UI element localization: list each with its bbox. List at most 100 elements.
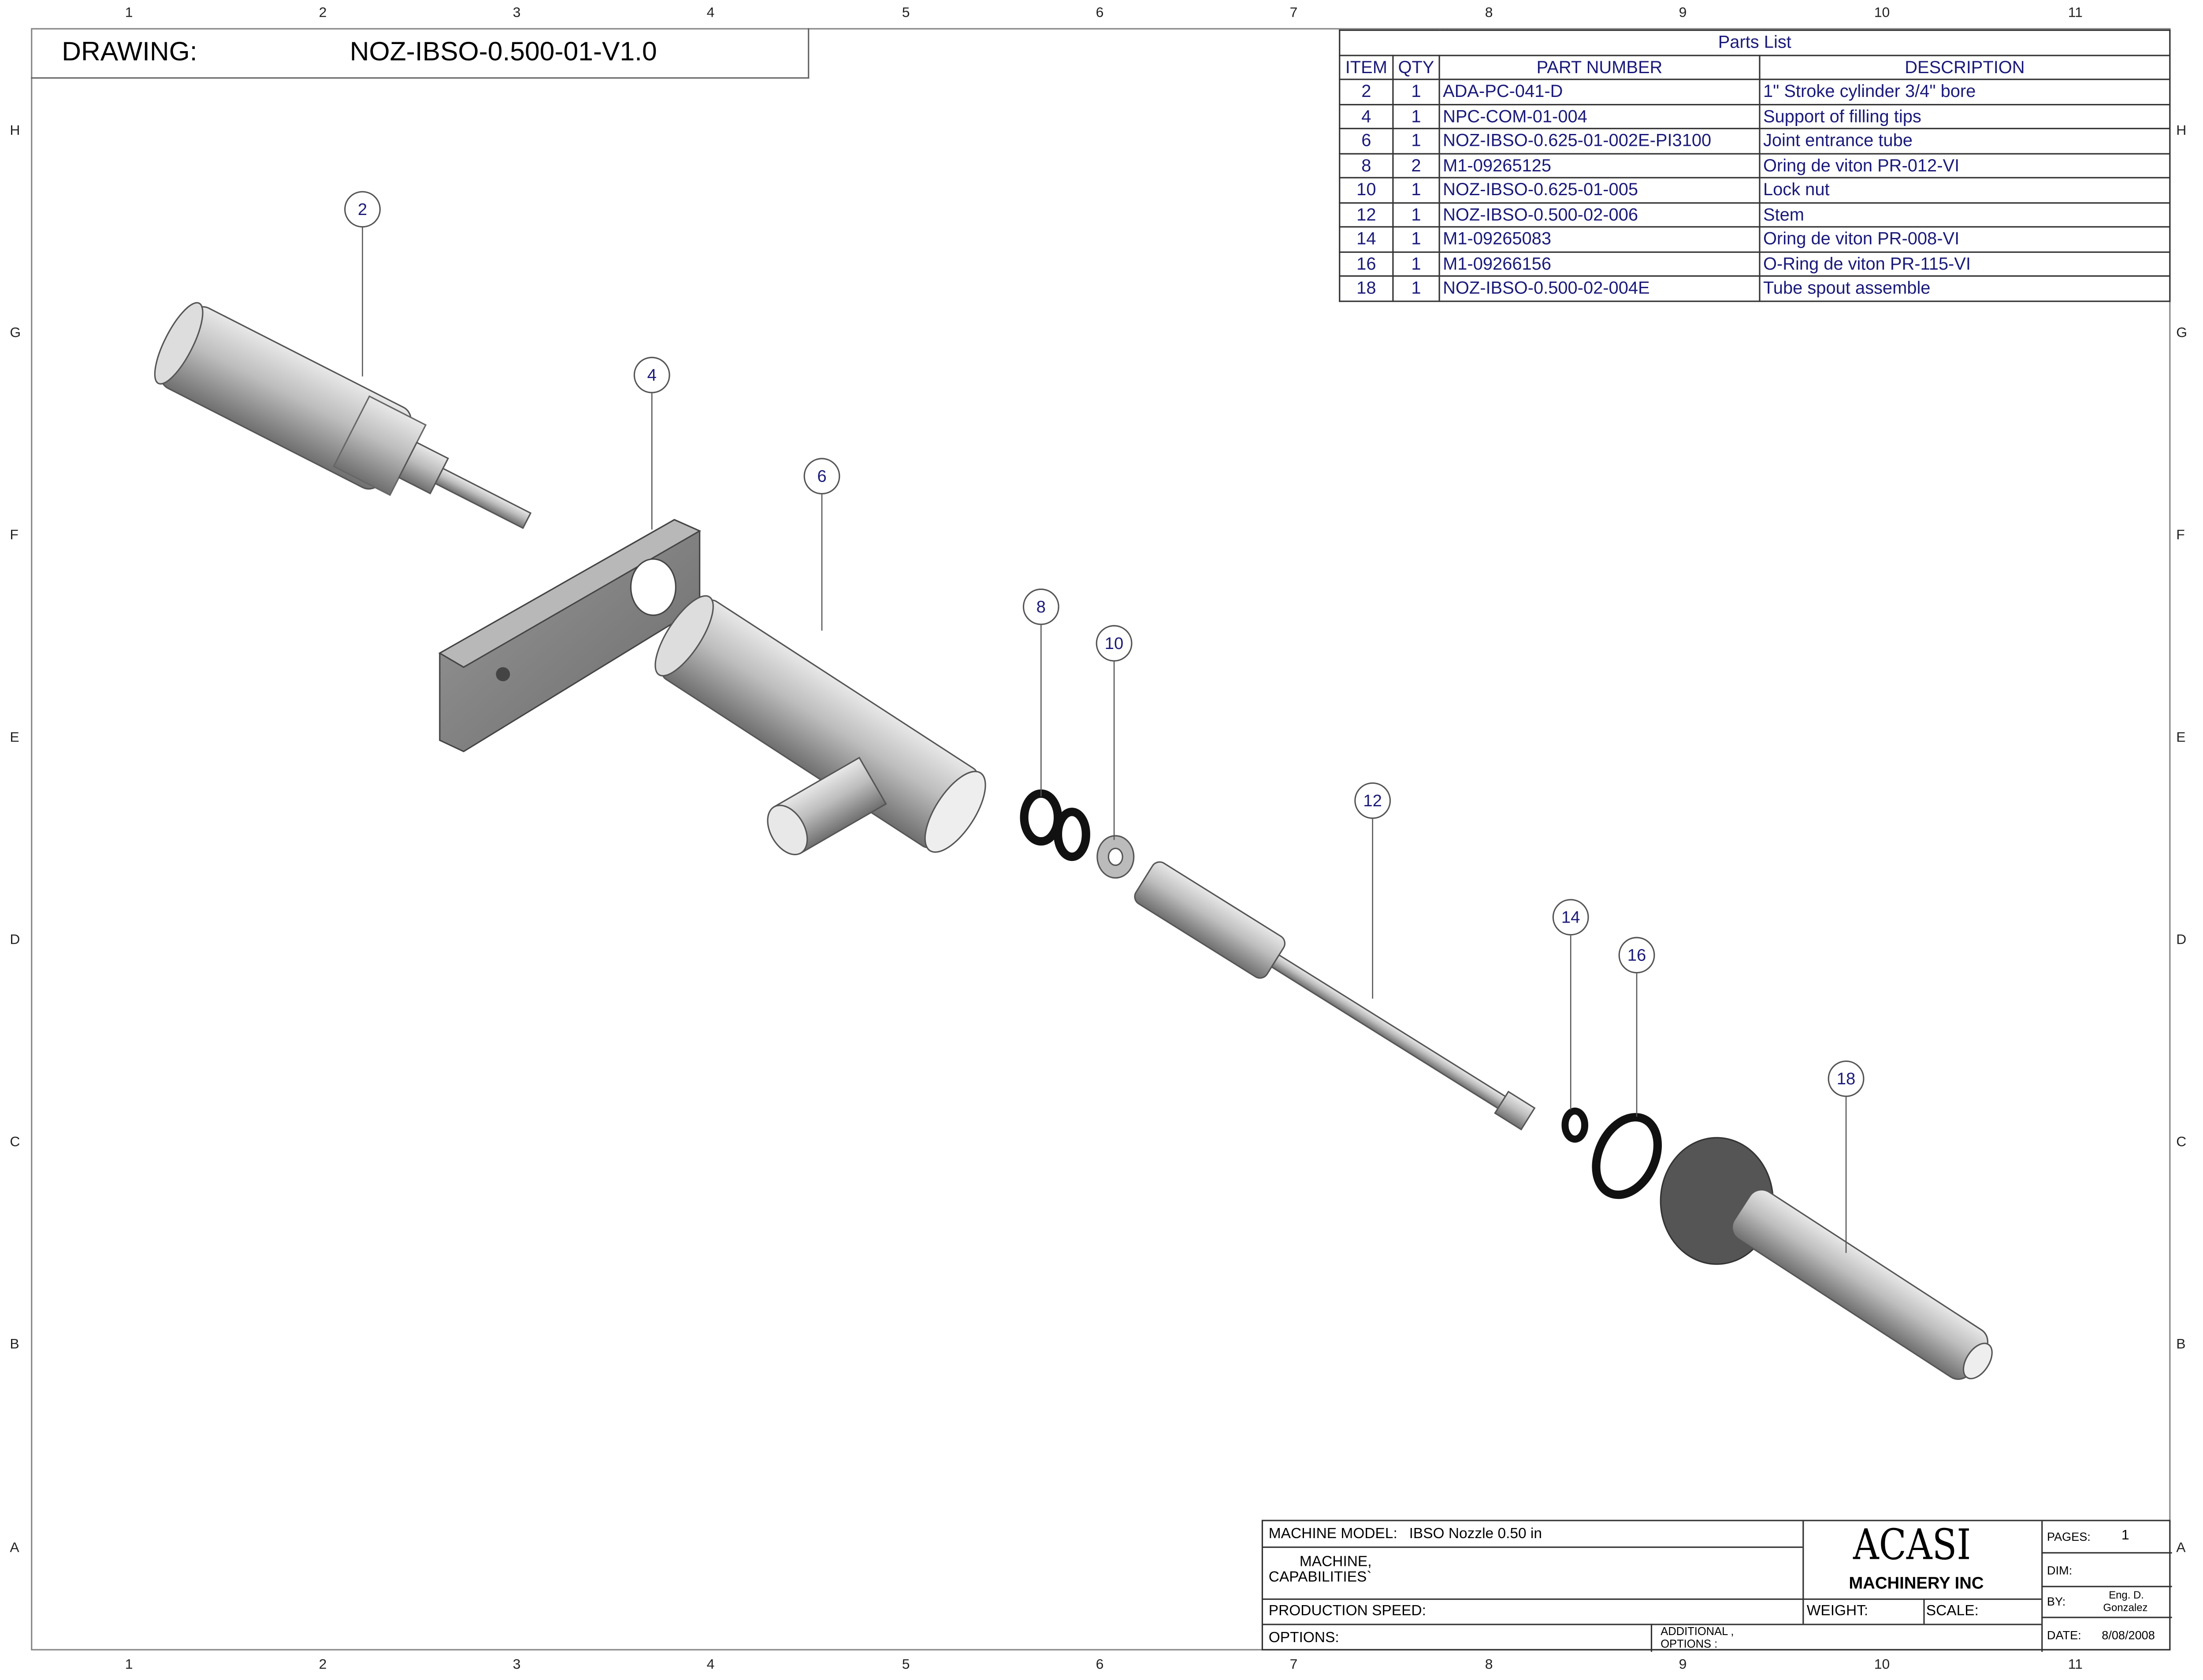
zone-column-marker: 10 <box>1874 5 1890 21</box>
part-2-cylinder <box>154 302 532 529</box>
item-balloon: 8 <box>1022 588 1059 625</box>
zone-row-marker: E <box>2176 730 2186 746</box>
additional-label: ADDITIONAL , <box>1661 1625 1734 1638</box>
item-cell: 18 <box>1339 275 1394 301</box>
description-cell: 1" Stroke cylinder 3/4" bore <box>1759 78 2171 105</box>
zone-column-marker: 8 <box>1485 1657 1493 1673</box>
by-line2: Gonzalez <box>2103 1601 2148 1614</box>
part-number-cell: M1-09265125 <box>1438 152 1761 178</box>
drawing-frame <box>31 28 2171 1650</box>
item-cell: 8 <box>1339 152 1394 178</box>
zone-column-marker: 5 <box>902 1657 910 1673</box>
machine-label: MACHINE, <box>1299 1553 1372 1571</box>
company-subtitle: MACHINERY INC <box>1849 1573 1984 1593</box>
part-8-orings <box>1020 789 1090 861</box>
zone-column-marker: 1 <box>125 5 133 21</box>
part-number-cell: NOZ-IBSO-0.500-02-004E <box>1438 275 1761 301</box>
item-cell: 16 <box>1339 251 1394 277</box>
item-balloon: 10 <box>1096 625 1133 662</box>
zone-column-marker: 7 <box>1289 5 1298 21</box>
zone-row-marker: D <box>2176 932 2187 948</box>
zone-column-marker: 2 <box>319 1657 327 1673</box>
zone-row-marker: A <box>2176 1541 2186 1557</box>
description-cell: Oring de viton PR-012-VI <box>1759 152 2171 178</box>
part-10-lock-nut <box>1096 835 1135 879</box>
qty-cell: 2 <box>1392 152 1440 178</box>
qty-cell: 1 <box>1392 128 1440 154</box>
zone-column-marker: 5 <box>902 5 910 21</box>
zone-row-marker: G <box>2176 326 2188 341</box>
item-balloon: 18 <box>1828 1060 1865 1097</box>
header-part-number: PART NUMBER <box>1438 54 1761 80</box>
parts-list-table: Parts List ITEM QTY PART NUMBER DESCRIPT… <box>1339 29 2171 301</box>
header-qty: QTY <box>1392 54 1440 80</box>
part-number-cell: NOZ-IBSO-0.625-01-002E-PI3100 <box>1438 128 1761 154</box>
part-number-cell: ADA-PC-041-D <box>1438 78 1761 105</box>
qty-cell: 1 <box>1392 177 1440 203</box>
description-cell: Oring de viton PR-008-VI <box>1759 226 2171 252</box>
description-cell: Stem <box>1759 201 2171 228</box>
part-4-support-plate <box>438 519 702 753</box>
item-balloon: 2 <box>344 191 381 228</box>
drawing-title-box: DRAWING: NOZ-IBSO-0.500-01-V1.0 <box>31 28 810 79</box>
header-item: ITEM <box>1339 54 1394 80</box>
zone-row-marker: H <box>10 123 20 139</box>
dim-label: DIM: <box>2047 1563 2073 1578</box>
description-cell: Tube spout assemble <box>1759 275 2171 301</box>
part-number-cell: NOZ-IBSO-0.625-01-005 <box>1438 177 1761 203</box>
zone-row-marker: F <box>2176 528 2185 544</box>
options-label: OPTIONS: <box>1268 1629 1339 1647</box>
zone-row-marker: H <box>2176 123 2187 139</box>
zone-column-marker: 1 <box>125 1657 133 1673</box>
qty-cell: 1 <box>1392 201 1440 228</box>
title-block: MACHINE MODEL: IBSO Nozzle 0.50 in MACHI… <box>1261 1520 2172 1652</box>
description-cell: Support of filling tips <box>1759 103 2171 130</box>
zone-column-marker: 4 <box>706 5 715 21</box>
parts-list-title: Parts List <box>1339 29 2171 56</box>
description-cell: Joint entrance tube <box>1759 128 2171 154</box>
qty-cell: 1 <box>1392 251 1440 277</box>
zone-row-marker: B <box>2176 1337 2186 1353</box>
pages-value: 1 <box>2121 1528 2129 1544</box>
zone-column-marker: 3 <box>513 5 521 21</box>
scale-label: SCALE: <box>1926 1602 1979 1620</box>
item-cell: 2 <box>1339 78 1394 105</box>
item-balloon: 16 <box>1618 937 1655 974</box>
zone-column-marker: 11 <box>2068 1657 2083 1673</box>
company-logo: ACASI <box>1853 1521 1971 1571</box>
pages-label: PAGES: <box>2047 1529 2091 1544</box>
parts-list-header: ITEM QTY PART NUMBER DESCRIPTION <box>1339 54 2171 80</box>
zone-row-marker: A <box>10 1541 19 1557</box>
part-6-joint-entrance-tube <box>654 595 986 856</box>
qty-cell: 1 <box>1392 103 1440 130</box>
zone-column-marker: 3 <box>513 1657 521 1673</box>
machine-model-label: MACHINE MODEL: <box>1268 1525 1397 1543</box>
zone-row-marker: C <box>2176 1135 2187 1150</box>
zone-column-marker: 9 <box>1679 1657 1687 1673</box>
date-label: DATE: <box>2047 1628 2081 1642</box>
qty-cell: 1 <box>1392 226 1440 252</box>
by-line1: Eng. D. <box>2109 1588 2144 1602</box>
part-12-stem <box>1134 861 1536 1131</box>
drawing-label: DRAWING: <box>62 38 197 68</box>
header-description: DESCRIPTION <box>1759 54 2171 80</box>
item-balloon: 6 <box>803 458 840 495</box>
item-balloon: 4 <box>633 356 670 393</box>
zone-column-marker: 2 <box>319 5 327 21</box>
qty-cell: 1 <box>1392 78 1440 105</box>
zone-column-marker: 9 <box>1679 5 1687 21</box>
part-number-cell: NPC-COM-01-004 <box>1438 103 1761 130</box>
production-speed-label: PRODUCTION SPEED: <box>1268 1602 1426 1620</box>
qty-cell: 1 <box>1392 275 1440 301</box>
item-cell: 12 <box>1339 201 1394 228</box>
